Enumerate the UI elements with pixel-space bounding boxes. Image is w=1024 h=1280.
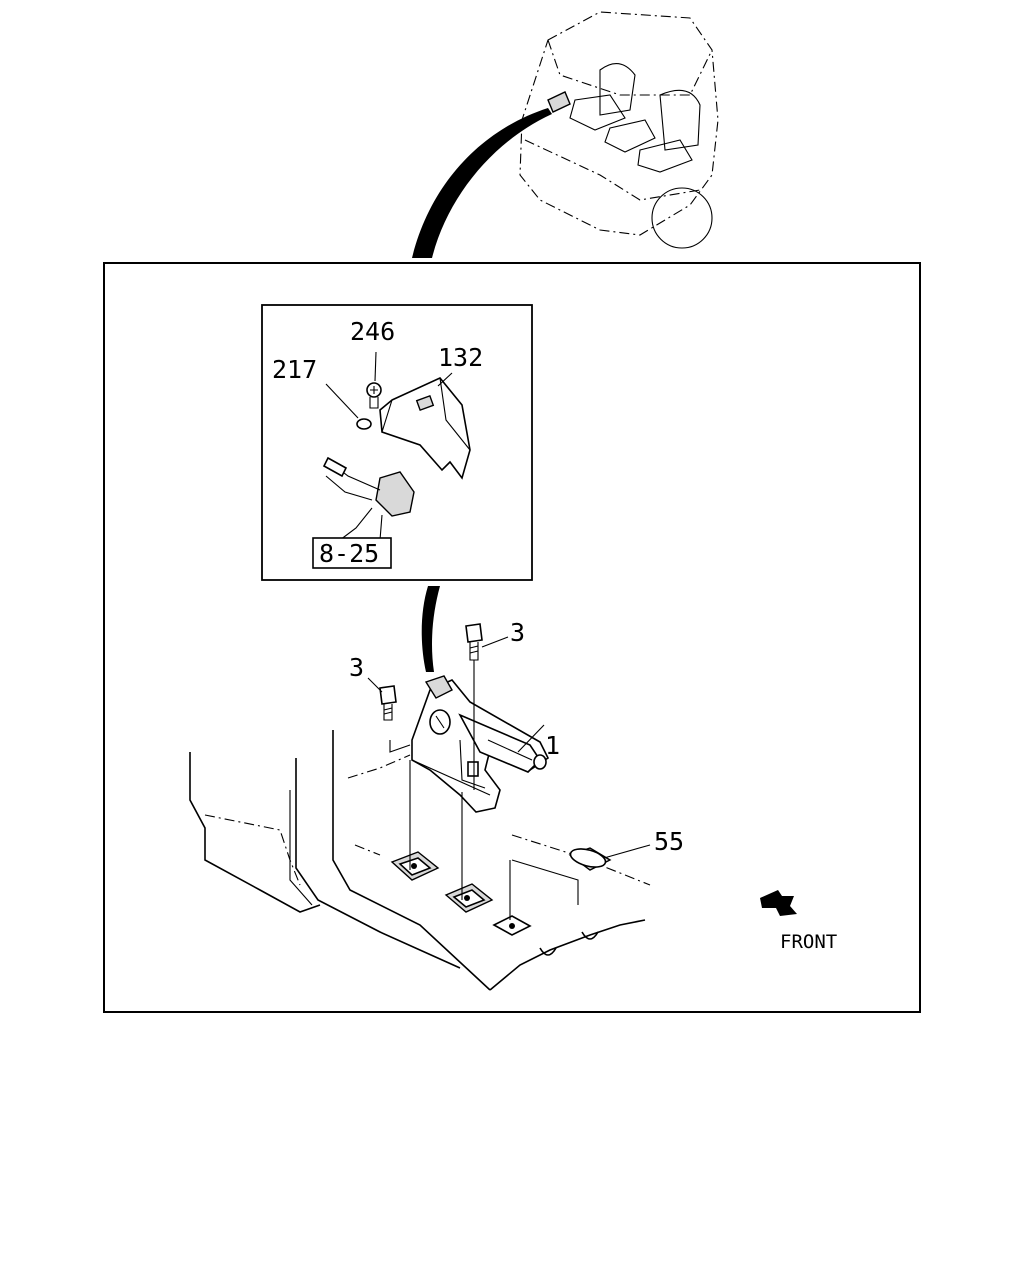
bolt-3-right [465,623,509,790]
label-217: 217 [272,355,317,384]
label-3-right: 3 [510,618,525,647]
mounting-guides [389,740,579,920]
label-1: 1 [545,731,560,760]
label-3-left: 3 [349,653,364,682]
label-132: 132 [438,343,483,372]
brake-lever-1 [411,675,550,813]
callout-curve-top [412,108,552,258]
detail-frame [103,262,921,1013]
bolt-3-left [367,677,397,721]
mounting-pads [390,851,532,936]
arrow-down-right-icon [760,890,797,916]
label-246: 246 [350,317,395,346]
grommet-55 [568,844,651,871]
callout-curve-lower [421,586,440,672]
brake-switch [375,471,415,517]
cab-overview [519,11,719,249]
label-55: 55 [654,827,684,856]
switch-cover-132 [379,377,471,480]
ref-box-8-25 [312,537,392,569]
front-label: FRONT [780,931,837,953]
switch-inset: 246 217 132 8-25 [261,304,533,581]
washer-217 [356,418,372,430]
label-8-25: 8-25 [319,539,379,568]
